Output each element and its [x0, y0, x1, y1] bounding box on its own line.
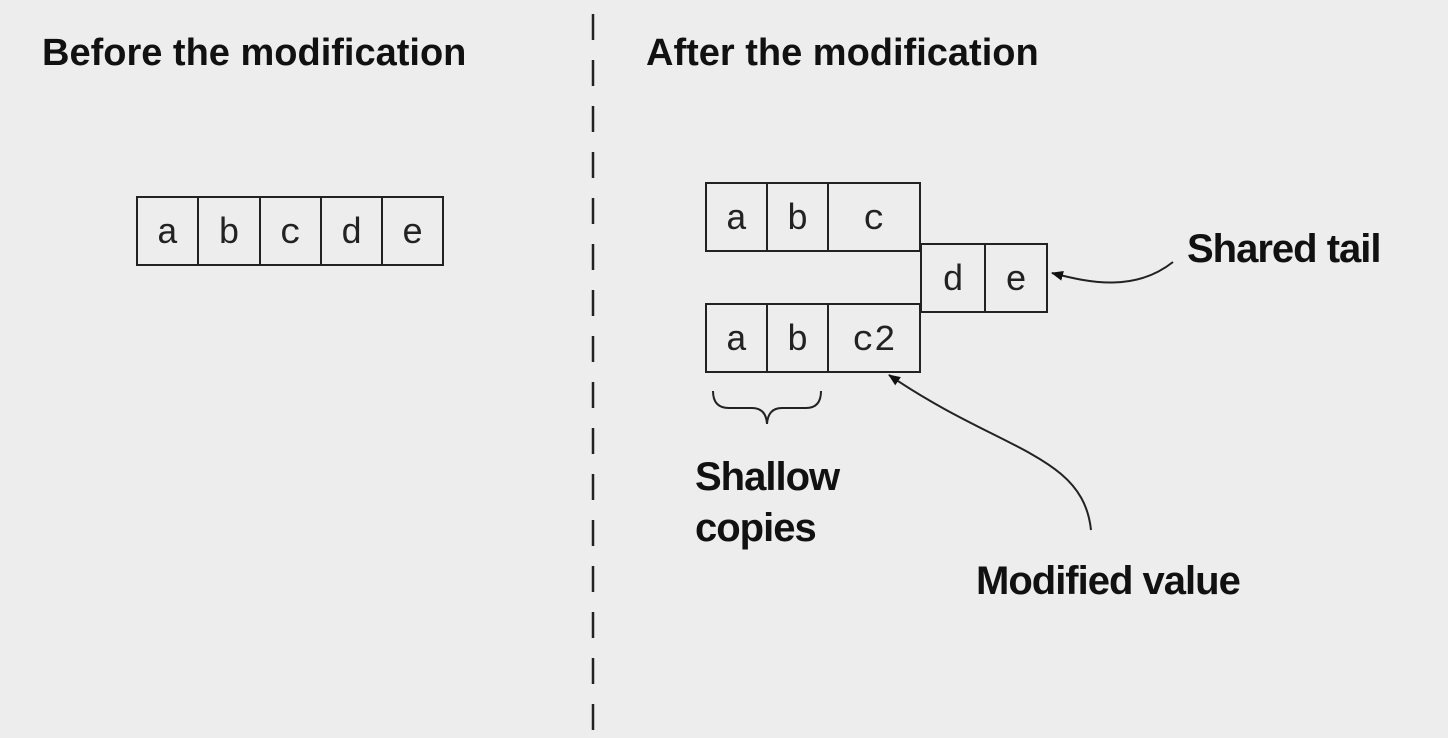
array-cell-value: a: [726, 320, 748, 361]
array-cell-box: [827, 303, 921, 373]
array-cell-value: b: [218, 213, 240, 254]
array-cell-box: [984, 243, 1048, 313]
array-cell: e: [984, 243, 1048, 313]
array-cell: d: [320, 196, 383, 266]
array-cell-box: [705, 182, 768, 252]
array-cell: a: [705, 303, 768, 373]
modified-value-arrow: [888, 374, 1092, 531]
array-cell: c: [827, 182, 921, 252]
array-cell-value: e: [1005, 260, 1027, 301]
array-cell: c: [259, 196, 322, 266]
before-heading: Before the modification: [42, 32, 466, 74]
array-cell-value: c: [280, 213, 302, 254]
array-cell-box: [920, 243, 986, 313]
array-cell-value: a: [157, 213, 179, 254]
array-cell-box: [197, 196, 261, 266]
array-cell-value: e: [402, 213, 424, 254]
shared-tail-label: Shared tail: [1187, 227, 1381, 271]
array-cell-value: b: [787, 320, 809, 361]
after-heading: After the modification: [646, 32, 1039, 74]
array-cell-box: [705, 303, 768, 373]
array-cell-value: c: [863, 199, 885, 240]
shared-tail-arrow: [1051, 261, 1174, 284]
array-cell-box: [136, 196, 199, 266]
array-cell-box: [766, 303, 829, 373]
array-cell: b: [766, 303, 829, 373]
array-cell-value: b: [787, 199, 809, 240]
array-cell-box: [381, 196, 444, 266]
array-cell: d: [920, 243, 986, 313]
array-cell-value: d: [341, 213, 363, 254]
array-cell: a: [136, 196, 199, 266]
array-cell: b: [766, 182, 829, 252]
shallow-copies-label-line1: Shallow: [695, 455, 841, 499]
array-cell: e: [381, 196, 444, 266]
array-cell-box: [320, 196, 383, 266]
array-cell-value: a: [726, 199, 748, 240]
array-cell: c2: [827, 303, 921, 373]
array-cell-value: c2: [852, 320, 895, 361]
array-cell: b: [197, 196, 261, 266]
array-cell-box: [766, 182, 829, 252]
array-cell: a: [705, 182, 768, 252]
array-cell-box: [827, 182, 921, 252]
modified-value-label: Modified value: [976, 559, 1240, 603]
shallow-copies-brace: [712, 390, 822, 425]
array-cell-value: d: [942, 260, 964, 301]
shallow-copies-label-line2: copies: [695, 506, 816, 550]
